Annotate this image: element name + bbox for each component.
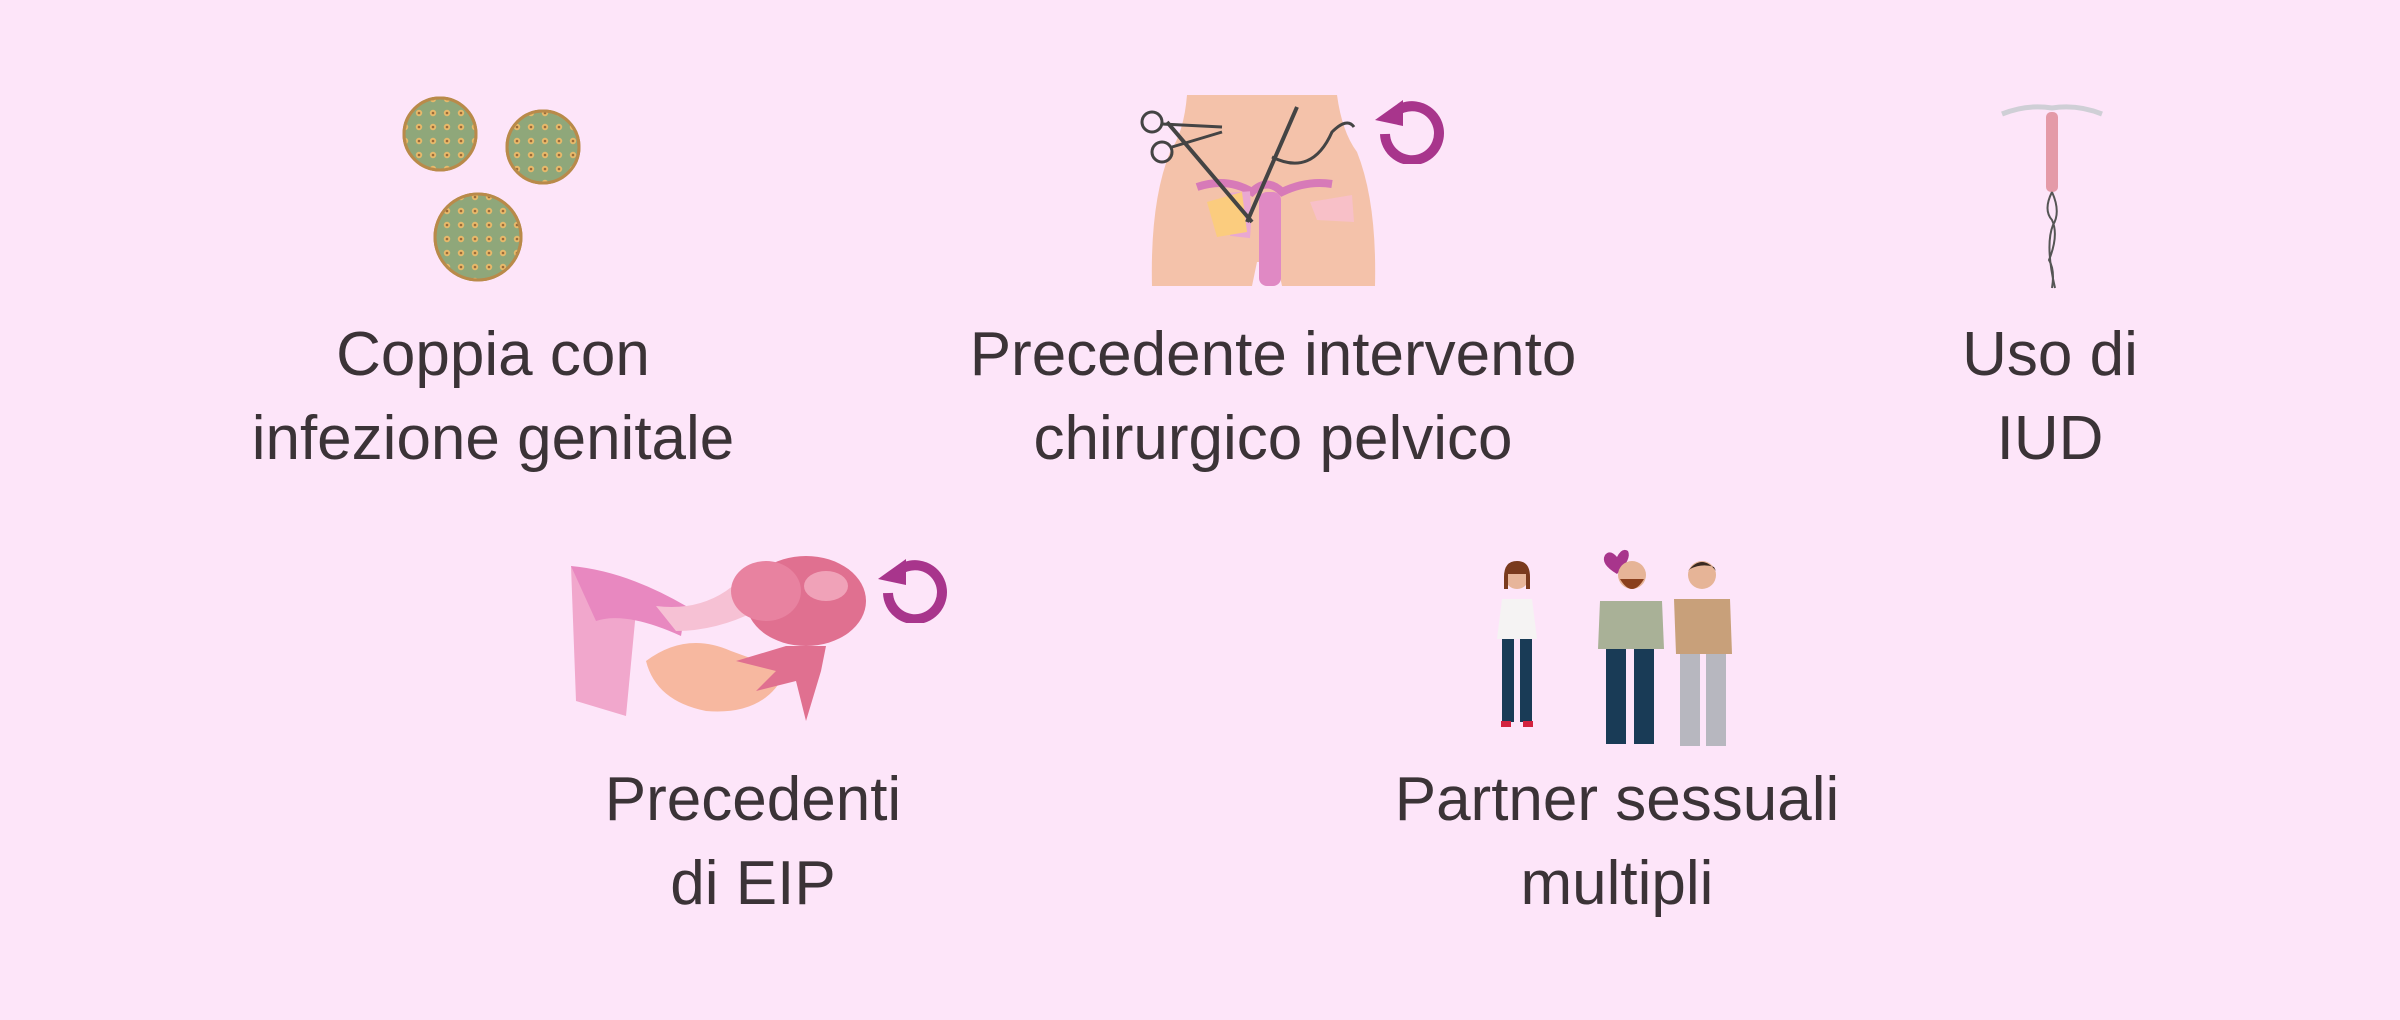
item-label-previous-pid: Precedenti di EIP: [605, 758, 901, 926]
label-line: chirurgico pelvico: [1033, 404, 1513, 473]
label-line: di EIP: [670, 849, 836, 918]
item-label-iud: Uso di IUD: [1962, 313, 2138, 481]
item-label-multiple-partners: Partner sessuali multipli: [1395, 758, 1840, 926]
item-label-partner-infection: Coppia con infezione genitale: [252, 313, 735, 481]
item-label-pelvic-surgery: Precedente intervento chirurgico pelvico: [970, 313, 1577, 481]
label-line: infezione genitale: [251, 404, 735, 473]
recurrence-arrow-icon: [876, 551, 948, 625]
label-line: IUD: [1996, 404, 2104, 473]
label-line: Partner sessuali: [1394, 765, 1840, 834]
label-line: Precedenti: [604, 765, 902, 834]
recurrence-arrow-icon: [1373, 92, 1445, 166]
label-line: multipli: [1520, 849, 1714, 918]
virus-icon: [398, 92, 593, 287]
label-line: Precedente intervento: [969, 320, 1577, 389]
iud-icon: [1997, 100, 2107, 290]
pelvic-surgery-icon: [1132, 92, 1452, 292]
multiple-partners-icon: [1492, 539, 1752, 749]
label-line: Uso di: [1962, 320, 2138, 389]
fallopian-tube-icon: [566, 551, 866, 726]
label-line: Coppia con: [336, 320, 650, 389]
